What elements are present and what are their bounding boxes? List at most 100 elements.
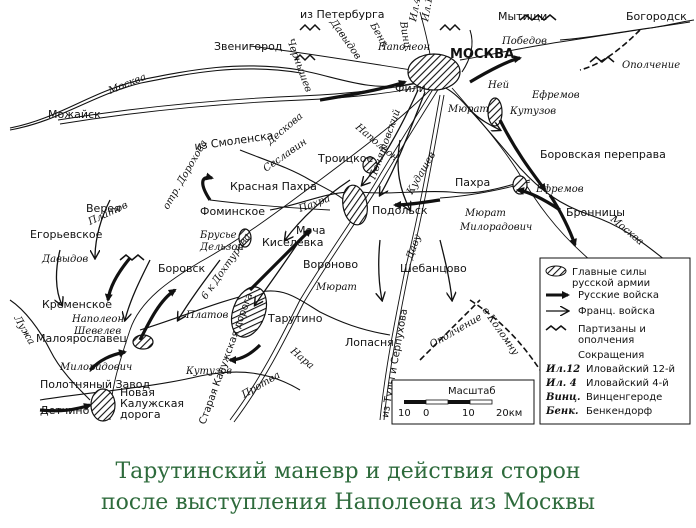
main-force-kiselevka [238,228,252,248]
cmd-vints: Винц. [397,20,413,53]
cmd-efremov-n: Ефремов [531,90,580,101]
legend-swatch-partisans [545,325,567,331]
main-force-detchino [90,388,116,422]
label-moskva: МОСКВА [450,47,514,62]
cmd-platov-s: Платов [185,310,229,321]
label-voronovo: Вороново [303,258,358,271]
historical-map: МОСКВА из Петербурга Мытищи Богородск Зв… [9,0,695,426]
legend-abbr-val-2: Винценгероде [586,392,662,403]
cmd-kutuzov-ne: Кутузов [509,106,556,117]
scale-tick-0: 10 [398,408,411,419]
cmd-chernyshev: Чернышев [284,37,314,94]
label-pakhra: Пахра [455,176,490,189]
cmd-murat-mid: Мюрат [447,104,489,115]
label-kiselevka: Киселевка [262,236,323,249]
label-tarutino: Тарутино [267,312,323,325]
label-fili: Фили [395,82,426,95]
cmd-davydov-w: Давыдов [41,254,88,265]
cmd-delzon: Дельзон [199,242,244,253]
legend-abbr-key-3: Бенк. [545,406,578,417]
moscow-city [407,53,461,91]
legend-label-rus: Русские войска [578,290,659,301]
nara-river [139,290,391,336]
label-borovsk: Боровск [158,262,206,275]
cmd-pobedov: Победов [501,36,547,47]
scale-tick-3: 20км [496,408,522,419]
label-mocha: Моча [296,224,325,237]
partisan-lines [419,29,641,371]
cmd-brusse: Брусье [199,230,237,241]
label-nara: Нара [287,345,316,371]
label-mozhaysk: Можайск [48,108,101,121]
cmd-miloradovich-s: Милорадович [459,222,532,233]
cmd-murat-s: Мюрат [464,208,506,219]
map-caption: Тарутинский маневр и действия сторон пос… [0,456,696,518]
cmd-il4-top: Ил.4 [408,0,423,24]
label-podolsk: Подольск [372,204,428,217]
cmd-napoleon-top: Наполеон [377,42,430,53]
luzha-river [9,299,91,401]
label-zvenigorod: Звенигород [214,40,283,53]
scale-segment-4 [469,399,493,405]
main-force-podolsk [342,184,368,226]
cmd-davydov-n: Давыдов [327,17,363,62]
scale-tick-2: 10 [462,408,475,419]
label-lopasnya: Лопасня [345,336,394,349]
legend-abbr-title: Сокращения [578,350,644,361]
label-borovskaya-pereprava: Боровская переправа [540,148,666,161]
label-egorevskoe: Егорьевское [30,228,103,241]
legend-frame [539,257,691,425]
cmd-kutuzov-s: Кутузов [185,366,232,377]
label-vereya: Верея [86,202,121,215]
cmd-davu: Даву [404,233,424,262]
label-detchino: Детчино [40,404,90,417]
label-kremenskoe: Кременское [42,298,112,311]
scale-title: Масштаб [448,386,496,397]
moskva-river-2 [9,68,302,131]
scale-tick-1: 0 [423,408,429,419]
cmd-opolchenie-ne: Ополчение [622,60,680,71]
klyazma-river [559,19,695,41]
legend-abbr-key-1: Ил. 4 [545,378,577,389]
legend-abbr-key-0: Ил.12 [545,364,580,375]
label-luzha: Лужа [11,313,37,347]
cmd-dorokhov: отр. Дорохова [161,138,210,211]
label-polotnyany-zavod: Полотняный Завод [40,378,151,391]
label-moskva-river-e: Москва [607,213,645,248]
label-shebantsovo: Шебанцово [400,262,467,275]
legend-abbr-val-3: Бенкендорф [586,406,652,417]
cmd-il12-top: Ил.12 [420,0,436,24]
scale-segment-3 [448,400,470,404]
cmd-efremov-s: Ефремов [535,184,584,195]
cmd-miloradovich-sw: Милорадович [59,362,132,373]
legend-label-fr: Франц. войска [578,306,655,317]
caption-line-2: после выступления Наполеона из Москвы [100,490,596,515]
partisan-zigzags [119,14,615,261]
legend-abbr-key-2: Винц. [545,392,581,403]
cmd-napoleon-w: Наполеон [71,314,124,325]
scale-segment-1 [404,400,426,404]
label-bronnitsy: Бронницы [566,206,625,219]
pakhra-river [269,179,531,211]
label-mytishchi: Мытищи [498,10,547,23]
label-bogorodsk: Богородск [626,10,687,23]
cmd-kudashev: Кудашев [405,150,439,197]
legend-abbr-val-1: Иловайский 4-й [586,378,669,389]
cmd-ney: Ней [487,80,509,91]
cmd-opolchenie-s: Ополчение [428,312,484,351]
legend-swatch-main [545,265,567,277]
scale-bar: Масштаб 10 0 10 20км [391,379,535,425]
label-moskva-river-w: Москва [106,72,148,97]
desna-river [239,149,351,206]
french-arrows [56,89,500,320]
label-fominskoe: Фоминское [200,205,265,218]
label-troitskoe: Троицкое [317,152,373,165]
legend-abbr-val-0: Иловайский 12-й [586,364,675,375]
yauza-river [461,29,473,73]
cmd-sheshelev: Шевелев [73,326,121,337]
label-krasnaya-pakhra: Красная Пахра [230,180,317,193]
